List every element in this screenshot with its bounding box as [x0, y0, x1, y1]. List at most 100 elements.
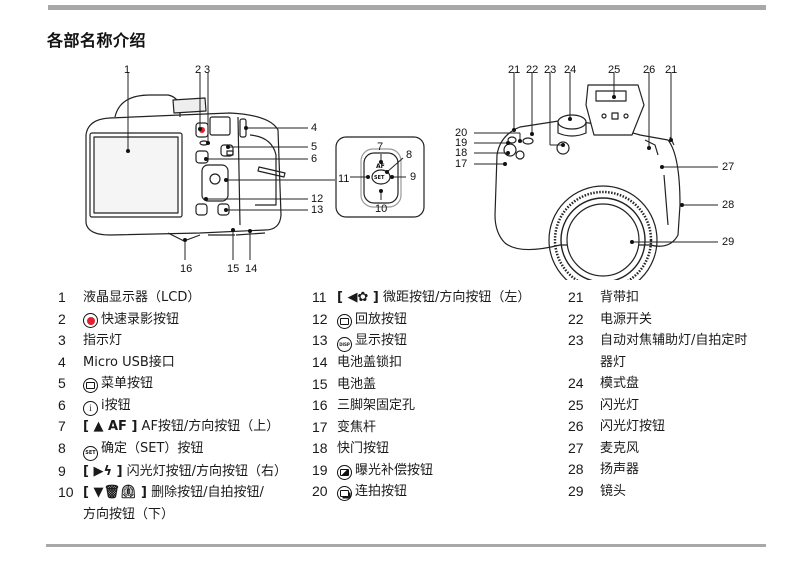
exposure-icon — [337, 464, 352, 480]
callout-18: 18 — [455, 147, 468, 159]
item-number: 8 — [58, 439, 66, 456]
callout-9: 9 — [410, 171, 417, 183]
legend-item: 12 回放按钮 — [312, 309, 562, 331]
callout-27: 27 — [722, 161, 735, 173]
item-label: i按钮 — [101, 397, 131, 413]
top-rule — [48, 5, 766, 10]
item-number: 9 — [58, 462, 66, 479]
legend-item: 5 菜单按钮 — [58, 373, 308, 395]
legend-item: 25 闪光灯 — [568, 395, 768, 417]
callout-14: 14 — [245, 263, 258, 275]
disp-icon: DISP — [337, 337, 352, 353]
callout-6: 6 — [311, 153, 318, 165]
up-af-icon: [ ▲ AF ] — [83, 419, 138, 434]
callout-25: 25 — [608, 64, 621, 76]
item-number: 7 — [58, 418, 66, 434]
item-label: 闪光灯按钮/方向按钮（右） — [126, 463, 288, 479]
burst-icon — [337, 486, 352, 502]
callout-23: 23 — [544, 64, 557, 76]
item-number: 3 — [58, 332, 66, 348]
item-number: 17 — [312, 418, 328, 435]
item-number: 5 — [58, 375, 66, 391]
legend-item: 11 [ ◀✿ ] 微距按钮/方向按钮（左） — [312, 287, 562, 309]
item-number: 21 — [568, 289, 584, 305]
item-label: 快速录影按钮 — [101, 311, 180, 327]
item-label: 闪光灯 — [600, 397, 640, 413]
item-number: 15 — [312, 375, 328, 392]
info-icon: i — [83, 400, 98, 416]
callout-22: 22 — [526, 64, 539, 76]
dpad-set-label: SET — [374, 175, 385, 181]
callout-4: 4 — [311, 122, 318, 134]
camera-diagram: AF SET 1 2 3 4 5 6 11 12 13 16 15 14 7 8… — [0, 55, 790, 280]
item-number: 13 — [312, 332, 328, 348]
item-label: 背带扣 — [600, 290, 640, 305]
record-button-icon — [83, 313, 98, 328]
dpad-inset — [335, 136, 425, 218]
item-label: 显示按钮 — [355, 333, 408, 348]
item-number: 18 — [312, 440, 328, 457]
callout-1: 1 — [124, 64, 131, 76]
callout-2: 2 — [195, 64, 202, 76]
legend-item: 24 模式盘 — [568, 373, 768, 395]
callout-5: 5 — [311, 141, 318, 153]
item-number: 14 — [312, 354, 328, 371]
item-number: 29 — [568, 482, 584, 499]
callout-16: 16 — [180, 263, 193, 275]
item-number: 2 — [58, 310, 66, 327]
legend-item: 29 镜头 — [568, 481, 768, 503]
legend-item: 22 电源开关 — [568, 309, 768, 331]
legend-item: 19 曝光补偿按钮 — [312, 460, 562, 482]
item-label: 自动对焦辅助灯/自拍定时器灯 — [600, 333, 748, 370]
item-number: 19 — [312, 461, 328, 478]
camera-illustration: AF SET — [85, 72, 718, 280]
item-number: 23 — [568, 332, 584, 348]
item-number: 28 — [568, 461, 584, 477]
menu-icon — [83, 378, 98, 393]
page-title: 各部名称介绍 — [47, 31, 147, 50]
legend-item: 1 液晶显示器（LCD） — [58, 287, 308, 309]
legend-item: 3 指示灯 — [58, 330, 308, 352]
callout-12: 12 — [311, 193, 324, 205]
legend-item: 21 背带扣 — [568, 287, 768, 309]
item-number: 4 — [58, 353, 66, 370]
legend-column-1: 1 液晶显示器（LCD） 2 快速录影按钮 3 指示灯 4 Micro USB接… — [58, 287, 308, 525]
item-number: 24 — [568, 375, 584, 391]
bottom-rule — [46, 544, 766, 547]
legend-item: 4 Micro USB接口 — [58, 352, 308, 374]
down-delete-timer-icon: [ ▼🗑⏲ ] — [83, 485, 147, 501]
item-label: AF按钮/方向按钮（上） — [141, 419, 280, 434]
right-flash-icon: [ ▶ϟ ] — [83, 463, 123, 479]
callout-19: 19 — [455, 137, 468, 149]
item-number: 11 — [312, 289, 327, 305]
legend-item: 18 快门按钮 — [312, 438, 562, 460]
item-label: 闪光灯按钮 — [600, 419, 666, 434]
callout-17: 17 — [455, 158, 468, 170]
legend-item: 15 电池盖 — [312, 374, 562, 396]
item-label: 连拍按钮 — [355, 484, 408, 500]
item-label: 变焦杆 — [337, 419, 377, 435]
callout-20: 20 — [455, 127, 468, 139]
legend-item: 2 快速录影按钮 — [58, 309, 308, 331]
item-number: 6 — [58, 396, 66, 413]
callout-3: 3 — [204, 64, 211, 76]
camera-back-view — [85, 94, 286, 242]
camera-front-view — [494, 84, 681, 280]
set-icon: SET — [83, 445, 98, 461]
callout-28: 28 — [722, 199, 735, 211]
left-macro-icon: [ ◀✿ ] — [337, 290, 379, 305]
legend-item: 16 三脚架固定孔 — [312, 395, 562, 417]
item-number: 22 — [568, 310, 584, 327]
item-label: 三脚架固定孔 — [337, 398, 416, 414]
callout-29: 29 — [722, 236, 735, 248]
item-number: 10 — [58, 484, 74, 501]
item-label: Micro USB接口 — [83, 354, 175, 370]
item-label: 电源开关 — [600, 311, 653, 327]
item-number: 16 — [312, 397, 328, 414]
item-number: 26 — [568, 418, 584, 434]
callout-11: 11 — [338, 173, 350, 185]
callout-21b: 21 — [665, 64, 678, 76]
